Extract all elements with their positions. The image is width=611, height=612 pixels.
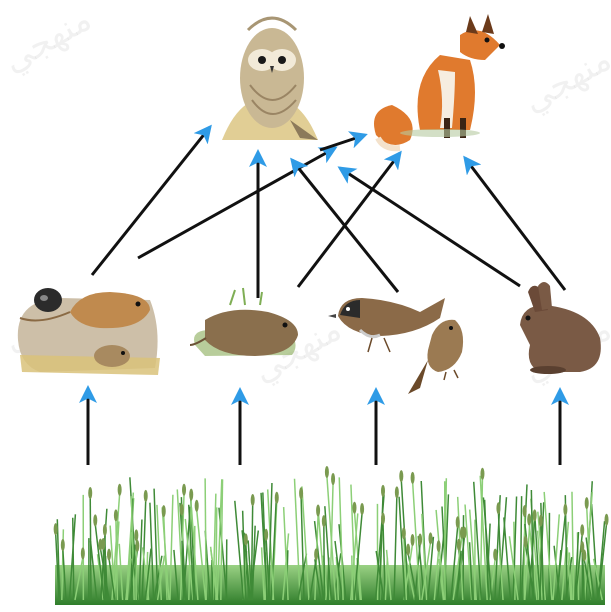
vole-icon	[190, 288, 298, 356]
grass-seedhead	[580, 541, 584, 553]
grass-seedhead	[395, 486, 399, 498]
grass-seedhead	[144, 490, 148, 502]
grass-seedhead	[460, 527, 464, 539]
grass-seedhead	[493, 549, 497, 561]
grass-seedhead	[189, 489, 193, 501]
grass-seedhead	[316, 504, 320, 516]
grass-seedhead	[103, 524, 107, 536]
grass-seedhead	[195, 500, 199, 512]
grass-seedhead	[275, 492, 279, 504]
rabbit-icon	[520, 282, 601, 374]
grass-seedhead	[496, 502, 500, 514]
owl-icon	[222, 18, 318, 140]
grass-seedhead	[314, 548, 318, 560]
grass-seedhead	[331, 473, 335, 485]
grass-blade	[216, 507, 217, 600]
grass-seedhead	[244, 533, 248, 545]
grass-seedhead	[411, 472, 415, 484]
grass-seedhead	[533, 509, 537, 521]
grass-seedhead	[580, 524, 584, 536]
grass-seedhead	[539, 515, 543, 527]
arrow-rabbit-to-fox	[465, 158, 565, 290]
sparrow-icon	[328, 298, 463, 394]
grass-seedhead	[605, 514, 609, 526]
grass-seedhead	[456, 516, 460, 528]
arrow-to-fox-extra	[320, 135, 365, 150]
grass-seedhead	[322, 515, 326, 527]
grass-seedhead	[251, 494, 255, 506]
grass-seedhead	[180, 504, 184, 516]
grass-seedhead	[563, 504, 567, 516]
arrow-rodents-to-owl	[92, 127, 210, 275]
grass-seedhead	[381, 513, 385, 525]
grass-seedhead	[61, 539, 65, 551]
grass-seedhead	[162, 505, 166, 517]
grass-blade	[324, 525, 325, 600]
grass-seedhead	[360, 503, 364, 515]
grass-seedhead	[411, 534, 415, 546]
grass-seedhead	[54, 523, 58, 535]
grass-blade	[73, 518, 74, 600]
grass-seedhead	[457, 539, 461, 551]
grass-seedhead	[88, 487, 92, 499]
grass-seedhead	[98, 539, 102, 551]
grass-seedhead	[114, 509, 118, 521]
arrow-layer	[88, 127, 565, 465]
fox-icon	[374, 14, 505, 148]
grass-seedhead	[118, 484, 122, 496]
grass-seedhead	[325, 466, 329, 478]
grass-seedhead	[134, 529, 138, 541]
grass-seedhead	[402, 527, 406, 539]
grass-seedhead	[399, 470, 403, 482]
grass-seedhead	[480, 468, 484, 480]
grass-icon	[54, 466, 609, 605]
grass-seedhead	[107, 549, 111, 561]
grass-seedhead	[429, 532, 433, 544]
grass-seedhead	[585, 497, 589, 509]
rodents-icon	[18, 288, 160, 375]
grass-seedhead	[406, 544, 410, 556]
grass-seedhead	[264, 529, 268, 541]
grass-seedhead	[135, 540, 139, 552]
grass-seedhead	[299, 487, 303, 499]
arrow-rodents-to-fox	[138, 148, 335, 258]
grass-seedhead	[418, 533, 422, 545]
grass-seedhead	[527, 513, 531, 525]
grass-seedhead	[81, 547, 85, 559]
arrow-rabbit-to-owl	[340, 168, 520, 286]
grass-seedhead	[381, 485, 385, 497]
grass-seedhead	[437, 540, 441, 552]
grass-seedhead	[93, 514, 97, 526]
grass-seedhead	[523, 505, 527, 517]
grass-seedhead	[524, 536, 528, 548]
grass-seedhead	[352, 502, 356, 514]
grass-seedhead	[182, 484, 186, 496]
grass-blade	[205, 478, 206, 600]
